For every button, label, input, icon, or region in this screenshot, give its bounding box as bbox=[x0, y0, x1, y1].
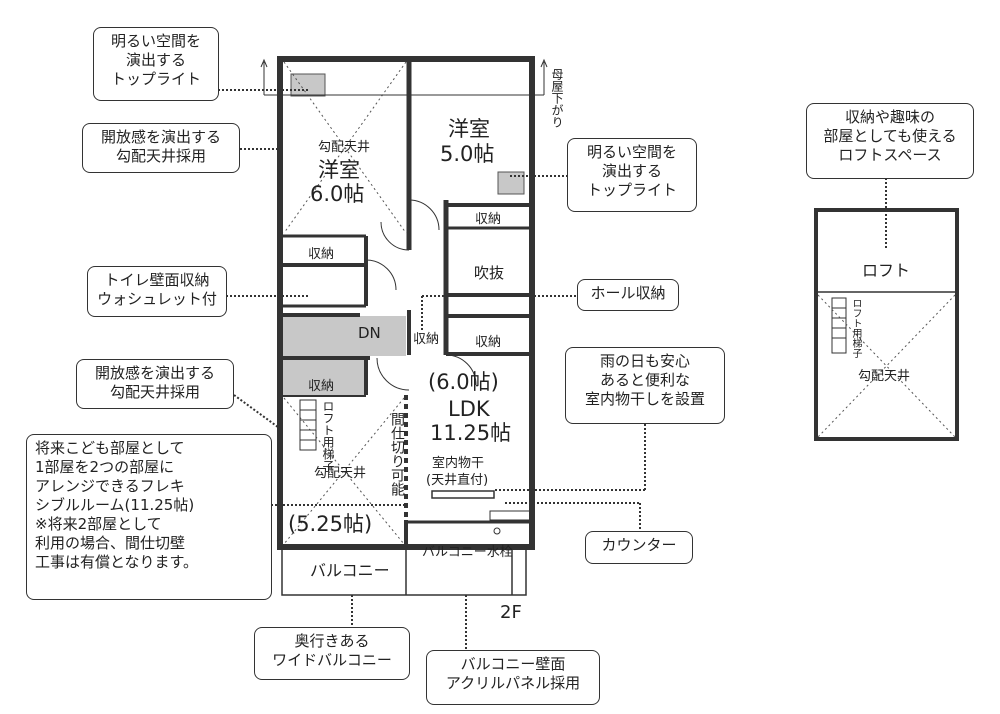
callout-counter: カウンター bbox=[585, 531, 693, 564]
callout-wide-balcony: 奥行きある ワイドバルコニー bbox=[254, 627, 410, 680]
partition-label: 間仕切り可能 bbox=[389, 412, 405, 496]
room2-size: 5.0帖 bbox=[440, 142, 495, 166]
callout-indoor-drying: 雨の日も安心 あると便利な 室内物干しを設置 bbox=[565, 347, 725, 424]
storage-label: 収納 bbox=[475, 335, 502, 350]
loft-name: ロフト bbox=[862, 261, 911, 280]
stairs-dn-label: DN bbox=[358, 324, 381, 342]
ldk-name: LDK bbox=[448, 397, 490, 421]
callout-acrylic-panel: バルコニー壁面 アクリルパネル採用 bbox=[426, 650, 600, 705]
room1-size: 6.0帖 bbox=[310, 182, 365, 206]
callout-sloped-ceiling-bottom: 開放感を演出する 勾配天井採用 bbox=[76, 359, 234, 409]
flex-ceiling-label: 勾配天井 bbox=[314, 466, 367, 481]
room2-name: 洋室 bbox=[448, 117, 490, 141]
room1-name: 洋室 bbox=[318, 158, 360, 182]
storage-gray bbox=[282, 360, 366, 395]
loft-ladder-label: ロフト用梯子 bbox=[850, 298, 861, 358]
storage-label: 収納 bbox=[308, 379, 335, 394]
ldk-size: 11.25帖 bbox=[430, 421, 512, 445]
callout-toilet: トイレ壁面収納 ウォシュレット付 bbox=[87, 266, 227, 317]
skylight-right bbox=[497, 171, 525, 195]
storage-label: 収納 bbox=[308, 247, 335, 262]
leader-lines bbox=[218, 89, 887, 650]
floor-label: 2F bbox=[500, 602, 522, 623]
balcony-label: バルコニー bbox=[310, 561, 390, 580]
callout-sloped-ceiling-top: 開放感を演出する 勾配天井採用 bbox=[82, 123, 240, 173]
skylight-left bbox=[290, 73, 326, 97]
callout-skylight-left: 明るい空間を 演出する トップライト bbox=[93, 27, 219, 101]
loft-outline bbox=[814, 208, 959, 441]
room1-ceiling-label: 勾配天井 bbox=[318, 140, 371, 155]
roof-lowering-label: 母屋下がり bbox=[550, 68, 564, 128]
flex-size: (5.25帖) bbox=[288, 512, 373, 536]
drying-rod bbox=[431, 490, 495, 499]
indoor-drying-sub-label: (天井直付) bbox=[426, 473, 489, 488]
ladder-label: ロフト用梯子 bbox=[321, 400, 335, 472]
callout-flexible-room: 将来こども部屋として 1部屋を2つの部屋に アレンジできるフレキ シブルルーム(… bbox=[26, 434, 272, 600]
hall-storage-label: 収納 bbox=[413, 332, 440, 347]
storage-label: 収納 bbox=[475, 212, 502, 227]
balcony-outline bbox=[281, 546, 527, 596]
indoor-drying-label: 室内物干 bbox=[432, 456, 485, 471]
loft-ceiling-label: 勾配天井 bbox=[858, 369, 911, 384]
counter bbox=[489, 510, 531, 521]
balcony-faucet-label: バルコニー水栓 bbox=[422, 545, 513, 560]
atrium-label: 吹抜 bbox=[474, 264, 505, 282]
callout-hall-storage: ホール収納 bbox=[577, 279, 679, 311]
stair-area bbox=[282, 316, 406, 356]
callout-skylight-right: 明るい空間を 演出する トップライト bbox=[567, 138, 697, 212]
callout-loft-space: 収納や趣味の 部屋としても使える ロフトスペース bbox=[806, 103, 974, 179]
ldk-sub-size: (6.0帖) bbox=[428, 370, 499, 394]
